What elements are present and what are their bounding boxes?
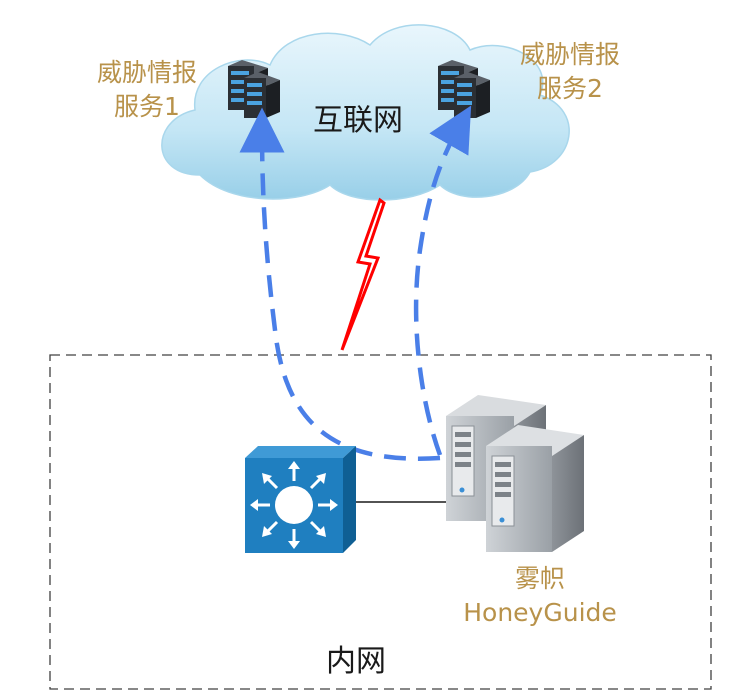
threat-service-1-label: 威胁情报 服务1 (82, 56, 212, 124)
intranet-boundary (49, 354, 712, 690)
threat-service-2-line2: 服务2 (537, 74, 603, 103)
network-switch-icon (245, 446, 356, 553)
honeyguide-name-cn: 雾帜 (514, 564, 565, 593)
intranet-label: 内网 (326, 644, 386, 679)
honeyguide-name-en: HoneyGuide (463, 598, 617, 627)
dashed-arrow-to-service-2 (413, 105, 472, 456)
threat-service-1-line2: 服务1 (114, 92, 180, 121)
dashed-arrow-to-service-1 (239, 107, 441, 461)
threat-service-2-line1: 威胁情报 (519, 40, 620, 69)
internet-label: 互联网 (313, 103, 403, 138)
threat-service-1-line1: 威胁情报 (96, 58, 197, 87)
threat-service-2-label: 威胁情报 服务2 (505, 38, 635, 106)
lightning-bolt-icon (340, 197, 386, 351)
honeyguide-label: 雾帜 HoneyGuide (440, 562, 640, 630)
server-tower-icon (446, 395, 584, 552)
